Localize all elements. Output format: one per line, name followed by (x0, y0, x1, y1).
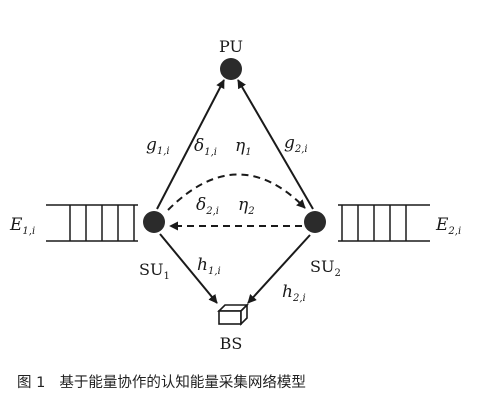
g1-label-sub: 1,i (157, 146, 170, 157)
su1-label: SU1 (139, 260, 170, 282)
pu-label: PU (219, 37, 243, 56)
su1-label-base: SU (139, 260, 163, 279)
eta1-label-base: η (235, 136, 246, 156)
su2-label: SU2 (310, 257, 341, 279)
delta1-label: δ1,i (194, 136, 217, 158)
figure-number: 图 1 (17, 375, 45, 391)
link-su1-to-pu (156, 79, 225, 210)
h2-label-sub: 2,i (292, 293, 306, 304)
delta1-label-sub: 1,i (204, 147, 217, 158)
link-su2-to-pu (237, 79, 314, 210)
e1-label-base: E (9, 215, 23, 235)
h2-label: h2,i (282, 282, 306, 304)
eta2-label-base: η (238, 195, 249, 215)
h1-label: h1,i (197, 255, 221, 277)
g2-label-sub: 2,i (294, 144, 308, 155)
eta1-label-sub: 1 (245, 147, 251, 158)
figure-caption-text: 基于能量协作的认知能量采集网络模型 (59, 374, 306, 391)
delta1-label-base: δ (194, 136, 204, 156)
su2-label-sub: 2 (334, 268, 340, 279)
e1-label: E1,i (9, 215, 35, 237)
energy-buffer-su1 (46, 204, 138, 242)
bs-label: BS (220, 334, 243, 353)
h1-label-base: h (197, 255, 208, 275)
link-su1-to-bs (159, 233, 218, 304)
link-su1-to-su2-energy (167, 173, 306, 211)
energy-buffer-su2 (338, 204, 430, 242)
bs-icon (217, 303, 249, 326)
e2-label: E2,i (435, 215, 461, 237)
su2-node (304, 211, 326, 233)
su1-node (143, 211, 165, 233)
link-su2-to-bs (247, 234, 311, 304)
g1-label-base: g (146, 135, 157, 155)
e2-label-sub: 2,i (447, 226, 461, 237)
g2-label-base: g (284, 133, 295, 153)
eta2-label-sub: 2 (247, 206, 254, 217)
delta2-label-sub: 2,i (205, 206, 219, 217)
figure-caption: 图 1 基于能量协作的认知能量采集网络模型 (17, 374, 306, 391)
delta2-label-base: δ (196, 195, 206, 215)
g1-label: g1,i (146, 135, 170, 157)
h2-label-base: h (282, 282, 293, 302)
su2-label-base: SU (310, 257, 334, 276)
g2-label: g2,i (284, 133, 308, 155)
eta2-label: η2 (238, 195, 255, 217)
e2-label-base: E (435, 215, 449, 235)
pu-node (220, 58, 242, 80)
su1-label-sub: 1 (163, 271, 169, 282)
e1-label-sub: 1,i (22, 226, 35, 237)
h1-label-sub: 1,i (208, 266, 221, 277)
eta1-label: η1 (235, 136, 252, 158)
delta2-label: δ2,i (196, 195, 219, 217)
